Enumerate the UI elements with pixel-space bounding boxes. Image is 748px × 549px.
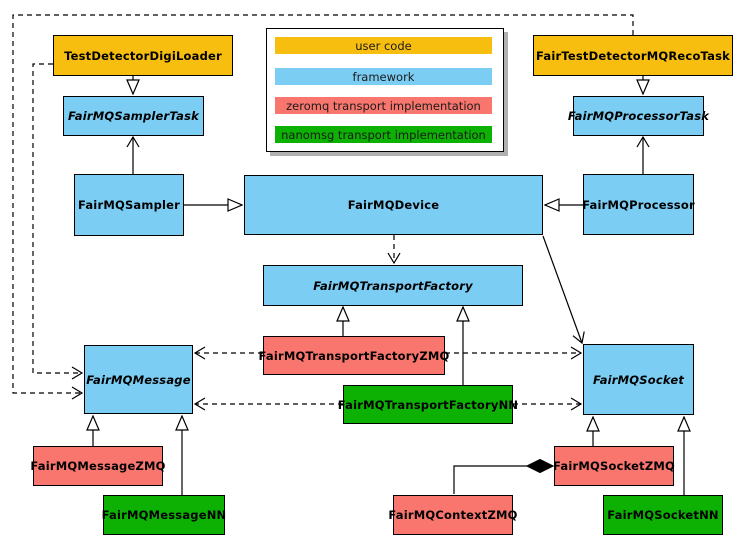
node-fairmqsocketnn: FairMQSocketNN [603, 495, 723, 535]
node-testdetectordigiloader: TestDetectorDigiLoader [53, 35, 233, 76]
node-fairmqmessage: FairMQMessage [84, 345, 193, 414]
edge-device-to-socket [542, 235, 585, 345]
node-fairmqtransportfactoryzmq: FairMQTransportFactoryZMQ [259, 336, 449, 375]
legend-item-user-code: user code [275, 37, 492, 54]
edge-contextzmq-to-socketzmq [453, 465, 527, 494]
edge-recotask-to-message [12, 14, 634, 400]
node-fairmqprocessor: FairMQProcessor [582, 174, 695, 235]
node-fairmqsocketzmq: FairMQSocketZMQ [553, 446, 675, 486]
composition-diamond-icon [525, 458, 555, 474]
node-fairmqmessagezmq: FairMQMessageZMQ [30, 446, 165, 486]
node-fairmqtransportfactorynn: FairMQTransportFactoryNN [338, 385, 518, 424]
legend-item-framework: framework [275, 68, 492, 85]
node-fairmqdevice: FairMQDevice [244, 175, 543, 235]
node-fairmqcontextzmq: FairMQContextZMQ [388, 495, 517, 535]
node-fairmqmessagenn: FairMQMessageNN [102, 495, 226, 535]
legend: user code framework zeromq transport imp… [266, 28, 504, 152]
node-fairmqtransportfactory: FairMQTransportFactory [263, 265, 523, 306]
node-fairmqprocessortask: FairMQProcessorTask [568, 96, 709, 136]
legend-item-zeromq: zeromq transport implementation [275, 97, 492, 114]
node-fairmqsampler: FairMQSampler [74, 174, 184, 236]
node-fairmqsamplertask: FairMQSamplerTask [63, 96, 204, 136]
node-fairtestdetectormqrecotask: FairTestDetectorMQRecoTask [533, 35, 733, 76]
node-fairmqsocket: FairMQSocket [583, 344, 694, 415]
legend-item-nanomsg: nanomsg transport implementation [275, 126, 492, 143]
edge-digiloader-to-message [32, 63, 84, 380]
